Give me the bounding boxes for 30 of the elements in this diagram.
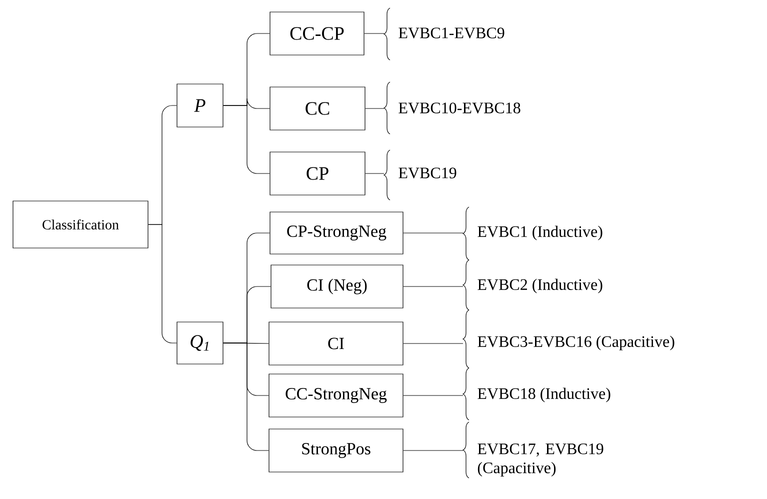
group-label: EVBC2 (Inductive) [478,278,602,294]
connector [223,105,270,174]
group-label: EVBC3-EVBC16 (Capacitive) [478,336,674,350]
class-box: CP [270,152,366,196]
connector [148,224,177,344]
class-box: CI [268,322,404,366]
connector [403,232,464,234]
class-box: CI (Neg) [270,264,404,308]
class-box: StrongPos [268,428,404,472]
connector [403,286,464,287]
connector [365,108,384,109]
connector [403,395,464,396]
class-box: Q$_{1}$ [176,322,224,364]
connector [403,450,464,451]
group-label: EVBC19 [398,168,456,178]
connector [403,343,464,344]
connector [364,33,384,34]
connector [223,342,269,451]
class-box: Classification [12,200,148,248]
group-label: EVBC1-EVBC9 [398,28,504,38]
group-label: EVBC18 (Inductive) [478,388,610,402]
group-label: EVBC17, EVBC19 (Capacitive) [478,444,604,476]
class-box: CC [270,86,366,130]
class-box: CC-CP [270,12,364,56]
group-label: EVBC10-EVBC18 [398,102,520,114]
class-box: P [176,84,224,128]
class-box: CP-StrongNeg [270,212,404,254]
connector [365,173,384,174]
group-label: EVBC1 (Inductive) [478,226,602,240]
class-box: CC-StrongNeg [268,374,404,418]
